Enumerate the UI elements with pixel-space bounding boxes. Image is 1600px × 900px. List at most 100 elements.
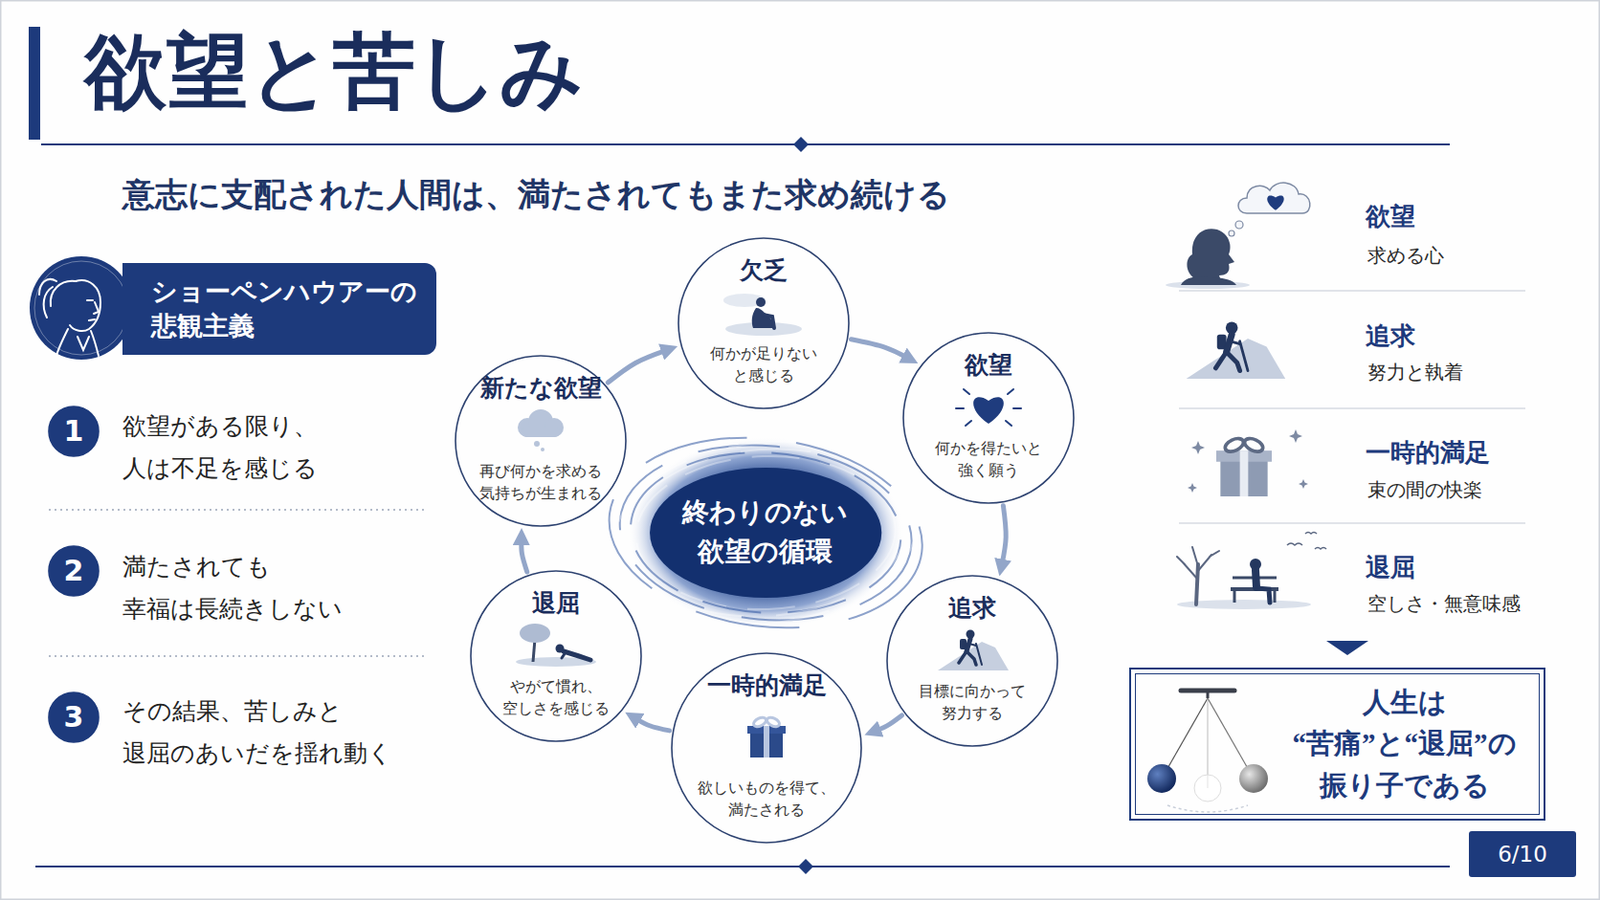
text-line: 退屈のあいだを揺れ動く xyxy=(122,733,393,776)
boredom-figure xyxy=(1255,570,1257,588)
stage-heading: 新たな欲望 xyxy=(480,374,602,403)
satisfaction-figure xyxy=(1187,429,1309,497)
cycle-arrow xyxy=(850,339,906,357)
text-line: 6/10 xyxy=(1497,844,1548,867)
stage-note: 束の間の快楽 xyxy=(1367,477,1483,503)
bottom-rule xyxy=(35,866,1450,868)
cycle-arrow xyxy=(521,541,528,573)
text-line: 退屈 xyxy=(532,589,580,619)
text-line: 人生は xyxy=(1292,682,1517,725)
stage-name: 欲望 xyxy=(1365,200,1416,234)
text-line: 満たされても xyxy=(122,546,343,589)
callout-number: 1 xyxy=(47,405,100,458)
point-text: 満たされても 幸福は長続きしない xyxy=(122,546,343,631)
pursuit-figure xyxy=(1215,352,1240,372)
number-text: 1 xyxy=(64,417,85,446)
desire-figure xyxy=(1186,228,1235,282)
text-line: 欲しいものを得て、 xyxy=(697,777,836,800)
bottom-rule xyxy=(35,859,1450,875)
cloud-icon xyxy=(517,409,564,452)
right-separator xyxy=(1178,523,1526,525)
text-line: 悲観主義 xyxy=(151,309,418,344)
boredom-icon xyxy=(563,651,591,661)
stage-description: 欲しいものを得て、 満たされる xyxy=(697,777,836,822)
text-line: 強く願う xyxy=(934,460,1043,482)
cycle-arrow xyxy=(877,715,903,731)
hiker-icon xyxy=(958,651,977,666)
stage-circle xyxy=(678,238,849,409)
text-line: 欲望 xyxy=(964,351,1013,380)
stage-circle xyxy=(455,355,626,527)
text-line: 何かを得たいと xyxy=(934,438,1043,460)
satisfaction-figure xyxy=(1222,436,1245,455)
desire-figure xyxy=(1235,221,1244,229)
portrait xyxy=(69,280,101,332)
stage-description: 再び何かを求める 気持ちが生まれる xyxy=(479,461,602,505)
heart-icon xyxy=(955,407,964,410)
callout-number: 3 xyxy=(47,691,100,744)
lack-icon xyxy=(723,293,802,336)
cloud-icon xyxy=(540,447,545,452)
heart-icon xyxy=(955,389,1022,426)
satisfaction-figure xyxy=(1187,483,1198,493)
page-number: 6/10 xyxy=(1497,844,1548,867)
swirl-core xyxy=(649,467,882,599)
pendulum-figure xyxy=(1239,764,1268,794)
text-line: 2 xyxy=(64,556,85,586)
portrait xyxy=(34,261,129,356)
stage-name: 退屈 xyxy=(1365,552,1416,585)
text-line: 束の間の快楽 xyxy=(1367,477,1483,503)
swirl-stroke xyxy=(612,433,919,633)
pursuit-figure xyxy=(1226,334,1233,353)
point-text: その結果、苦しみと 退屈のあいだを揺れ動く xyxy=(122,690,393,776)
hiker-icon xyxy=(966,639,971,652)
top-rule xyxy=(41,136,1450,153)
heart-icon xyxy=(973,397,1004,424)
lack-icon xyxy=(752,308,774,329)
cycle-stage-circle: 追求目標に向かって 努力する xyxy=(886,575,1059,748)
title-accent-bar xyxy=(28,26,41,140)
boredom-figure xyxy=(1287,543,1303,546)
stage-note: 空しさ・無意味感 xyxy=(1367,591,1521,617)
number-text: 3 xyxy=(64,703,85,733)
lack-icon xyxy=(755,297,766,308)
text-line: 終わりのない xyxy=(682,493,848,534)
text-line: 何かが足りない xyxy=(710,343,818,365)
gift-icon xyxy=(765,715,781,729)
swirl-stroke xyxy=(633,451,898,614)
stage-description: 目標に向かって 努力する xyxy=(918,681,1026,725)
gift-icon xyxy=(763,726,770,758)
text-line: 追求 xyxy=(1365,320,1416,354)
text-line: 満たされる xyxy=(697,800,836,822)
text-line: 幸福は長続きしない xyxy=(122,588,343,631)
down-triangle xyxy=(1326,641,1369,656)
boredom-icon xyxy=(519,623,551,644)
text-line: 欠乏 xyxy=(739,256,788,286)
pendulum-figure xyxy=(1194,775,1222,802)
text-line: 努力と執着 xyxy=(1367,359,1464,385)
stage-heading: 退屈 xyxy=(532,589,580,619)
text-line: 空しさ・無意味感 xyxy=(1367,591,1521,617)
satisfaction-figure xyxy=(1242,436,1265,455)
top-rule xyxy=(793,136,809,153)
number-circle xyxy=(48,406,99,457)
cycle-stage-circle: 一時的満足欲しいものを得て、 満たされる xyxy=(670,652,863,845)
desire-figure xyxy=(1238,182,1311,214)
top-rule xyxy=(41,143,1450,146)
slide-title: 欲望と苦しみ xyxy=(84,22,584,122)
text-line: 欲望の循環 xyxy=(682,533,848,573)
heart-icon xyxy=(1007,389,1014,395)
satisfaction-figure xyxy=(1187,429,1309,493)
portrait xyxy=(39,279,101,356)
text-line: 追求 xyxy=(948,594,997,623)
boredom-figure xyxy=(1314,548,1327,551)
heart-icon xyxy=(1005,421,1012,426)
boredom-icon xyxy=(515,623,597,667)
portrait xyxy=(29,256,134,360)
number-circle xyxy=(48,692,99,743)
list-separator xyxy=(48,509,424,512)
list-separator xyxy=(48,655,424,658)
satisfaction-figure xyxy=(1216,436,1272,497)
stage-heading: 欠乏 xyxy=(739,256,788,286)
